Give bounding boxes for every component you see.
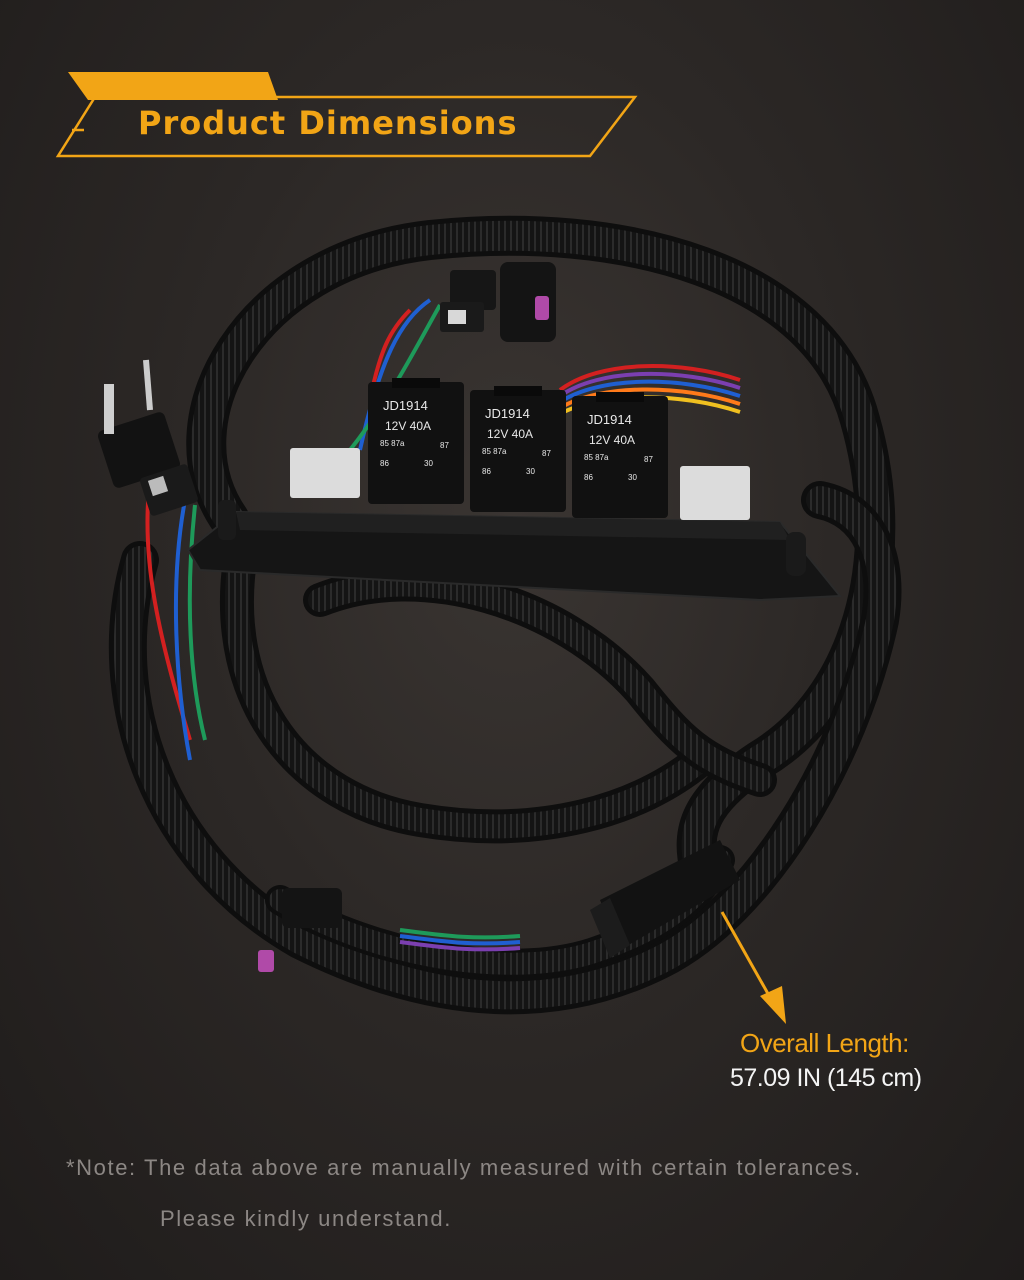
svg-text:JD1914: JD1914 (587, 412, 632, 427)
svg-text:86: 86 (584, 473, 593, 482)
measurement-note-line-2: Please kindly understand. (160, 1206, 452, 1231)
overall-length-value: 57.09 IN (145 cm) (730, 1064, 922, 1092)
overall-length-label: Overall Length: (740, 1028, 909, 1058)
measurement-note-line-1: *Note: The data above are manually measu… (66, 1155, 862, 1180)
header-banner: Product Dimensions (0, 0, 1024, 190)
svg-text:85 87a: 85 87a (584, 453, 609, 462)
corrugated-tube-loops (108, 215, 902, 1015)
length-callout-arrow (720, 911, 786, 1024)
relay-2: JD1914 12V 40A 85 87a 87 86 30 (470, 386, 566, 512)
svg-text:86: 86 (380, 459, 389, 468)
svg-text:86: 86 (482, 467, 491, 476)
svg-text:12V 40A: 12V 40A (487, 427, 533, 441)
svg-text:JD1914: JD1914 (383, 398, 428, 413)
banner-frame-graphic (55, 72, 638, 158)
page-title: Product Dimensions (138, 104, 518, 142)
connectors (98, 262, 740, 972)
relay-1: JD1914 12V 40A 85 87a 87 86 30 (368, 378, 464, 504)
relay-3: JD1914 12V 40A 85 87a 87 86 30 (572, 392, 668, 518)
svg-text:12V 40A: 12V 40A (385, 419, 431, 433)
svg-text:87: 87 (644, 455, 653, 464)
svg-text:JD1914: JD1914 (485, 406, 530, 421)
fuse-holders (290, 448, 750, 520)
svg-text:30: 30 (424, 459, 433, 468)
svg-text:85 87a: 85 87a (380, 439, 405, 448)
svg-text:87: 87 (440, 441, 449, 450)
svg-text:85 87a: 85 87a (482, 447, 507, 456)
svg-text:12V 40A: 12V 40A (589, 433, 635, 447)
svg-text:30: 30 (628, 473, 637, 482)
relay-mounting-bracket (186, 500, 843, 602)
svg-text:87: 87 (542, 449, 551, 458)
svg-text:30: 30 (526, 467, 535, 476)
